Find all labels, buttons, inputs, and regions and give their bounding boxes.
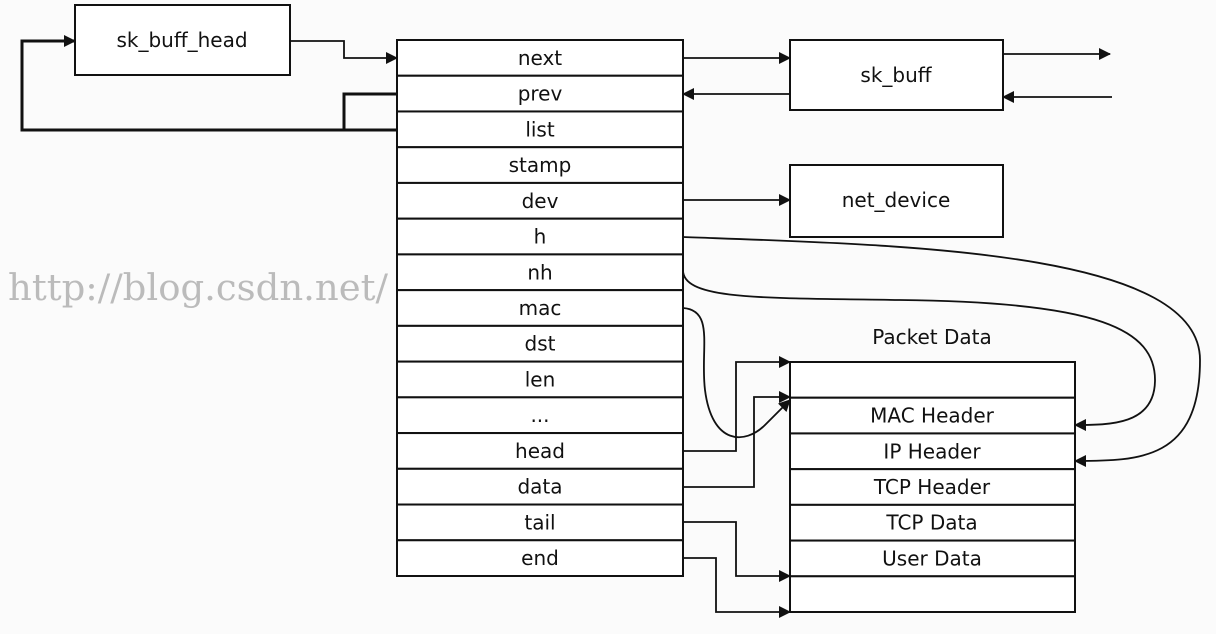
end-arrow (683, 557, 791, 618)
packet-row (789, 361, 1076, 399)
sk-buff-box: sk_buff (789, 39, 1004, 111)
sk-buff-label: sk_buff (860, 63, 932, 87)
field-label: len (525, 367, 556, 391)
packet-row-label: TCP Header (873, 475, 991, 499)
field-row: tail (396, 503, 684, 542)
h-curve-arrow (682, 236, 1201, 467)
field-label: head (515, 439, 565, 463)
head-arrow (683, 356, 791, 452)
field-row: stamp (396, 146, 684, 184)
packet-row: User Data (789, 539, 1076, 578)
packet-row-label: User Data (882, 546, 982, 570)
packet-row (789, 575, 1076, 613)
prev-loop-arrow (20, 35, 397, 132)
packet-row: TCP Header (789, 468, 1076, 506)
sk-buff-head-label: sk_buff_head (116, 28, 247, 52)
field-label: stamp (509, 153, 572, 177)
field-row: len (396, 360, 684, 399)
field-row: head (396, 432, 684, 470)
field-row: end (396, 539, 684, 577)
connectors (20, 35, 1201, 618)
field-label: next (518, 46, 562, 70)
tail-arrow (683, 521, 791, 582)
field-row: h (396, 217, 684, 256)
mac-curve-arrow (682, 307, 791, 439)
field-row: ... (396, 396, 684, 435)
packet-row: MAC Header (789, 396, 1076, 435)
field-label: mac (519, 296, 562, 320)
field-label: data (517, 475, 562, 499)
field-row: list (396, 110, 684, 149)
packet-row-label: IP Header (883, 439, 981, 463)
field-label: ... (530, 403, 549, 427)
field-row: nh (396, 253, 684, 292)
watermark: http://blog.csdn.net/ (8, 268, 389, 309)
net-device-box: net_device (789, 164, 1004, 238)
field-label: tail (524, 510, 555, 534)
packet-row-label: TCP Data (885, 511, 977, 535)
field-label: end (521, 546, 559, 570)
field-row: mac (396, 289, 684, 327)
field-label: dst (525, 332, 556, 356)
packet-row-label: MAC Header (870, 404, 995, 428)
field-row: prev (396, 74, 684, 113)
packet-data-title: Packet Data (872, 325, 992, 349)
data-arrow (683, 391, 791, 488)
field-label: dev (522, 189, 559, 213)
sk-buff-head-box: sk_buff_head (74, 4, 291, 76)
field-label: prev (518, 82, 563, 106)
sk-buff-struct: next prev list stamp dev h nh mac dst len... head d… (396, 39, 684, 577)
field-row: dst (396, 324, 684, 363)
field-row: data (396, 467, 684, 506)
nh-curve-arrow (682, 269, 1156, 431)
field-label: nh (527, 260, 552, 284)
field-row: next (396, 39, 684, 77)
field-row: dev (396, 181, 684, 220)
net-device-label: net_device (842, 188, 951, 212)
field-label: list (525, 117, 555, 141)
field-label: h (534, 225, 547, 249)
packet-row: TCP Data (789, 503, 1076, 542)
packet-row: IP Header (789, 432, 1076, 471)
head-next-arrow (290, 40, 398, 64)
